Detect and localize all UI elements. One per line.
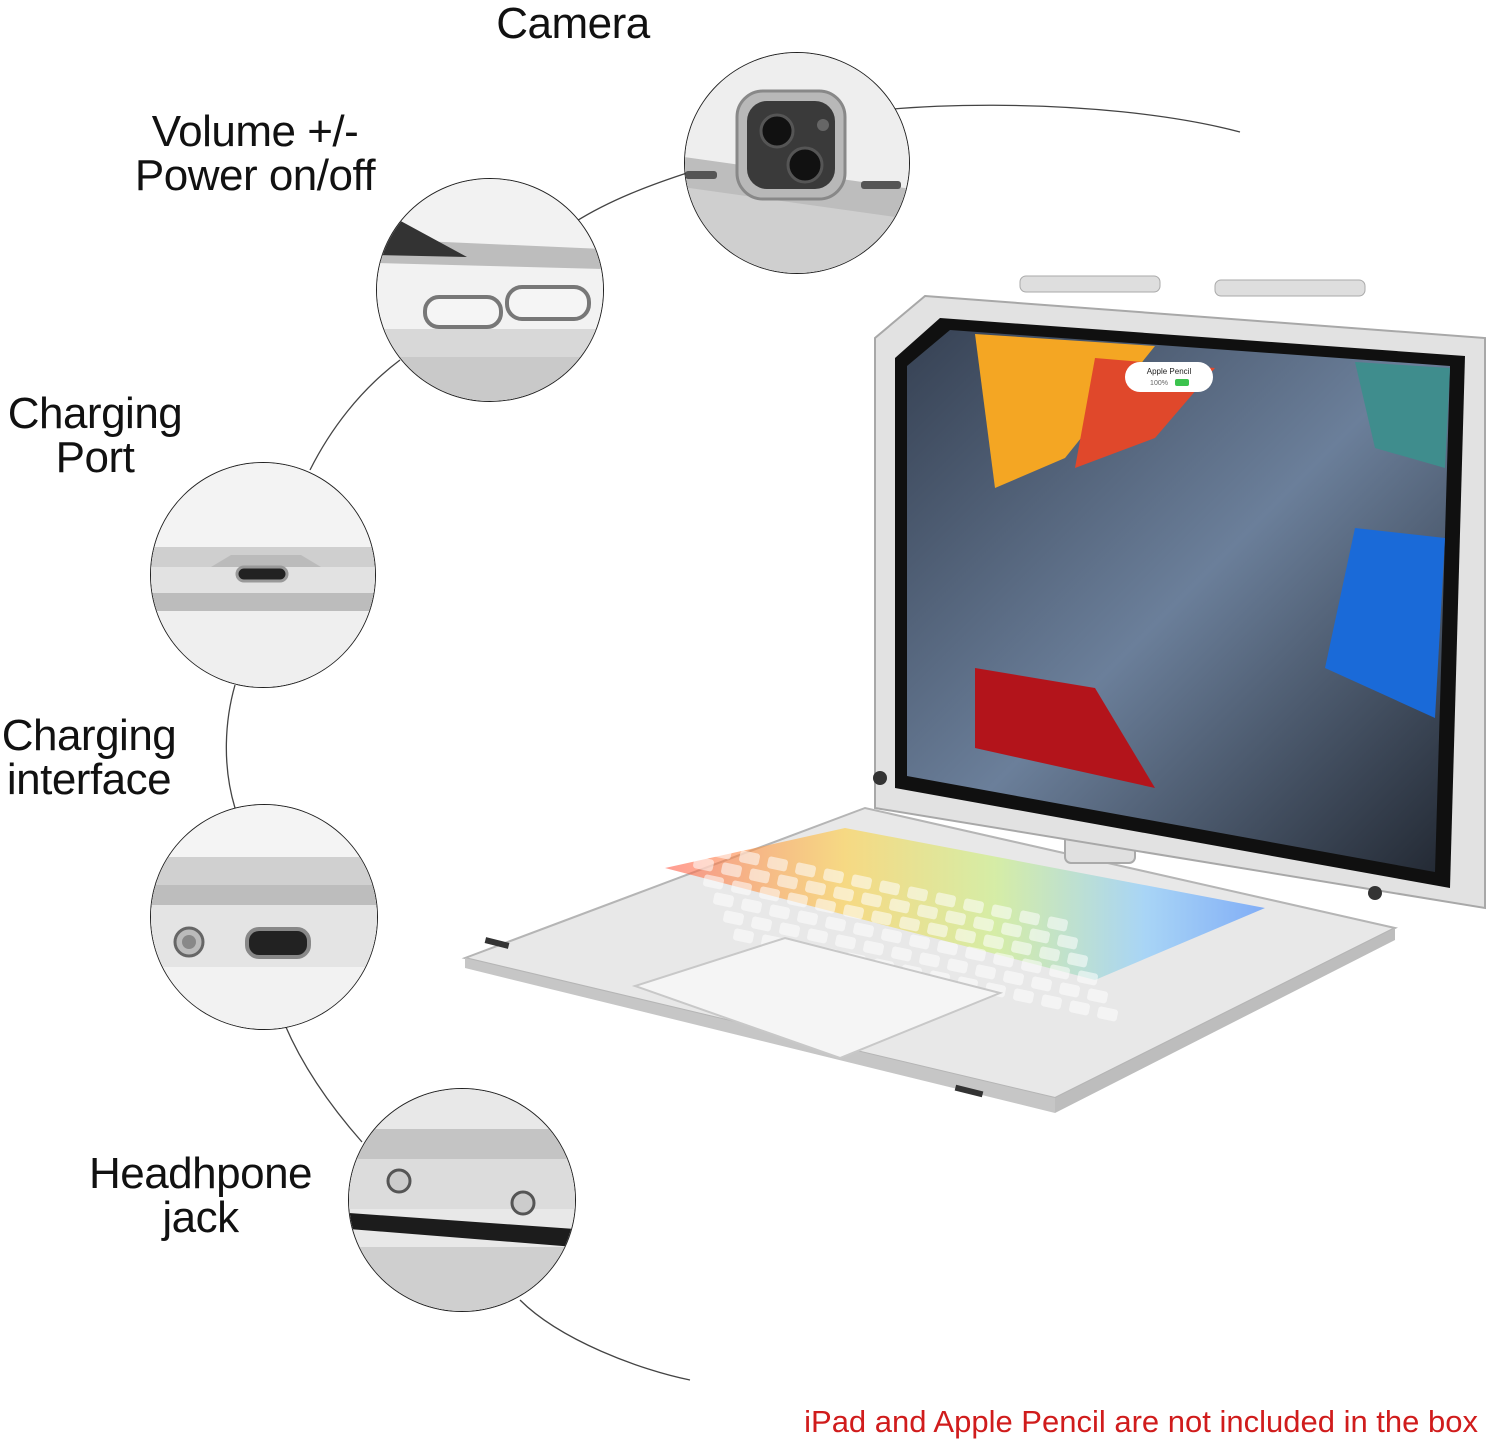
- keycap: [1039, 946, 1061, 962]
- keycap: [861, 892, 883, 908]
- keycap: [741, 898, 763, 914]
- keycap: [1097, 1006, 1119, 1022]
- keycap: [835, 934, 857, 950]
- keycap: [891, 946, 913, 962]
- keycap: [1047, 916, 1069, 932]
- keycap: [1067, 952, 1089, 968]
- keycap: [907, 886, 929, 902]
- keycap: [739, 850, 761, 866]
- keycap: [1087, 988, 1109, 1004]
- keycap: [749, 868, 771, 884]
- keycap: [991, 904, 1013, 920]
- keycap: [769, 904, 791, 920]
- keycap: [927, 922, 949, 938]
- keycap: [1057, 934, 1079, 950]
- keycap: [963, 898, 985, 914]
- keycap: [1003, 970, 1025, 986]
- keycap: [713, 892, 735, 908]
- keycap: [731, 880, 753, 896]
- keycap: [843, 904, 865, 920]
- charging-port-callout: [150, 462, 376, 688]
- charging-interface-callout: [150, 804, 378, 1030]
- keycap: [703, 874, 725, 890]
- keycap: [879, 880, 901, 896]
- keycap: [1049, 964, 1071, 980]
- keycap: [909, 934, 931, 950]
- keycap: [935, 892, 957, 908]
- keycap: [945, 910, 967, 926]
- headphone-jack-callout: [348, 1088, 576, 1312]
- keycap: [825, 916, 847, 932]
- keycap: [863, 940, 885, 956]
- keycap: [751, 916, 773, 932]
- keycap: [983, 934, 1005, 950]
- volume-power-label: Volume +/- Power on/off: [134, 107, 376, 200]
- keycap: [975, 964, 997, 980]
- keycap: [795, 862, 817, 878]
- keycap: [777, 874, 799, 890]
- pencil-notification: [1125, 362, 1213, 392]
- keycap: [787, 892, 809, 908]
- tablet-keyboard-case-image: Apple Pencil 100%: [461, 275, 1486, 1113]
- keycap: [853, 922, 875, 938]
- keycap: [993, 952, 1015, 968]
- keycap: [693, 856, 715, 872]
- notification-battery: 100%: [1150, 380, 1168, 387]
- keycap: [733, 928, 755, 944]
- keycap: [815, 898, 837, 914]
- keycap: [955, 928, 977, 944]
- notification-title: Apple Pencil: [1147, 367, 1192, 376]
- keycap: [683, 838, 705, 854]
- camera-label: Camera: [496, 0, 650, 48]
- keycap: [1011, 940, 1033, 956]
- keycap: [805, 880, 827, 896]
- keycap: [767, 856, 789, 872]
- keycap: [1069, 1000, 1091, 1016]
- disclaimer-text: iPad and Apple Pencil are not included i…: [804, 1404, 1478, 1439]
- keycap: [881, 928, 903, 944]
- keycap: [1019, 910, 1041, 926]
- keycap: [759, 886, 781, 902]
- keycap: [1021, 958, 1043, 974]
- keycap: [871, 910, 893, 926]
- headphone-jack-label: Headhpone jack: [88, 1149, 313, 1242]
- keycap: [899, 916, 921, 932]
- charging-port-label: Charging Port: [7, 389, 183, 482]
- keycap: [1077, 970, 1099, 986]
- keycap: [807, 928, 829, 944]
- keycap: [797, 910, 819, 926]
- keycap: [723, 910, 745, 926]
- keycap: [973, 916, 995, 932]
- keycap: [711, 844, 733, 860]
- keycap: [889, 898, 911, 914]
- keycap: [833, 886, 855, 902]
- keycap: [779, 922, 801, 938]
- keycap: [947, 958, 969, 974]
- keycap: [1041, 994, 1063, 1010]
- camera-callout: [684, 52, 910, 274]
- keycap: [823, 868, 845, 884]
- keycap: [1059, 982, 1081, 998]
- keycap: [1029, 928, 1051, 944]
- charging-interface-label: Charging interface: [1, 711, 177, 804]
- keycap: [851, 874, 873, 890]
- keycap: [917, 904, 939, 920]
- keycap: [965, 946, 987, 962]
- keycap: [1031, 976, 1053, 992]
- keycap: [1013, 988, 1035, 1004]
- keycap: [1001, 922, 1023, 938]
- keycap: [919, 952, 941, 968]
- keycap: [721, 862, 743, 878]
- keycap: [937, 940, 959, 956]
